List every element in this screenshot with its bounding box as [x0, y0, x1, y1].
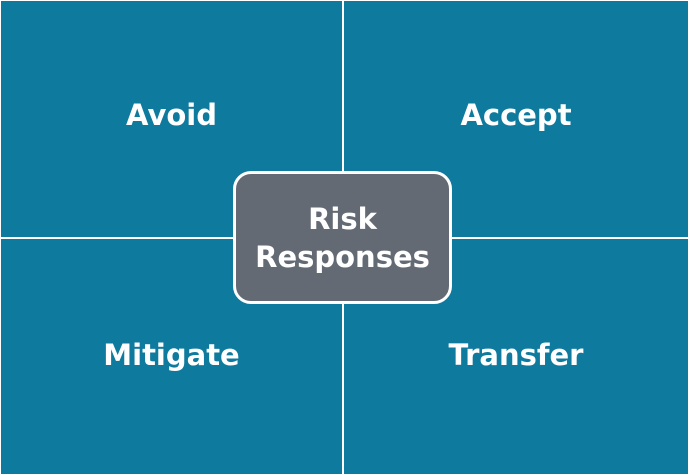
quadrant-label-accept: Accept	[460, 98, 572, 132]
center-label-line2: Responses	[255, 239, 430, 274]
quadrant-avoid: Avoid	[1, 1, 342, 237]
center-box-risk-responses: Risk Responses	[233, 171, 452, 304]
quadrant-label-avoid: Avoid	[126, 98, 217, 132]
center-label-line1: Risk	[308, 201, 377, 236]
quadrant-label-mitigate: Mitigate	[103, 338, 240, 372]
quadrant-mitigate: Mitigate	[1, 239, 342, 474]
quadrant-label-transfer: Transfer	[448, 338, 584, 372]
